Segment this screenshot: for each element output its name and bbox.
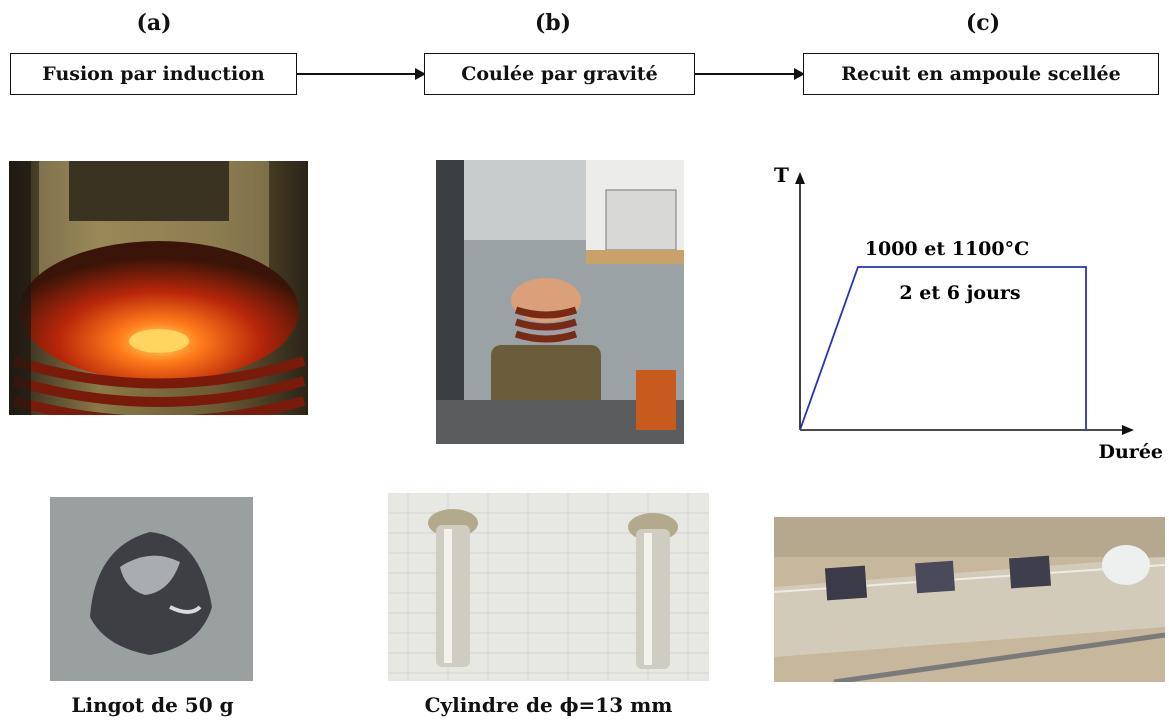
y-axis-arrow	[795, 172, 805, 184]
y-axis-label: T	[774, 163, 789, 187]
arrow-a-to-b	[297, 68, 426, 80]
step-b-letter: (b)	[534, 10, 572, 36]
sealed-ampoule-photo	[774, 517, 1165, 682]
temperature-label: 1000 et 1100°C	[865, 238, 1029, 260]
x-axis-arrow	[1122, 425, 1134, 435]
ingot-caption: Lingot de 50 g	[71, 693, 234, 717]
step-b-label: Coulée par gravité	[461, 63, 658, 85]
x-axis-label: Durée	[1099, 441, 1163, 463]
cylinder-caption: Cylindre de ϕ=13 mm	[424, 693, 673, 717]
step-a-label: Fusion par induction	[42, 63, 265, 85]
gravity-casting-photo	[436, 160, 684, 444]
duration-label: 2 et 6 jours	[899, 282, 1020, 304]
step-c-box: Recuit en ampoule scellée	[803, 53, 1159, 95]
cylinders-photo	[388, 493, 709, 681]
step-b-box: Coulée par gravité	[424, 53, 695, 95]
step-c-label: Recuit en ampoule scellée	[841, 63, 1121, 85]
step-a-letter: (a)	[136, 10, 172, 36]
step-c-letter: (c)	[965, 10, 1001, 36]
arrow-b-to-c	[695, 68, 805, 80]
step-a-box: Fusion par induction	[10, 53, 297, 95]
annealing-diagram: T Durée 1000 et 1100°C 2 et 6 jours	[760, 160, 1165, 470]
ingot-photo	[50, 497, 253, 681]
induction-furnace-photo	[9, 161, 308, 415]
temperature-profile	[799, 266, 1087, 431]
